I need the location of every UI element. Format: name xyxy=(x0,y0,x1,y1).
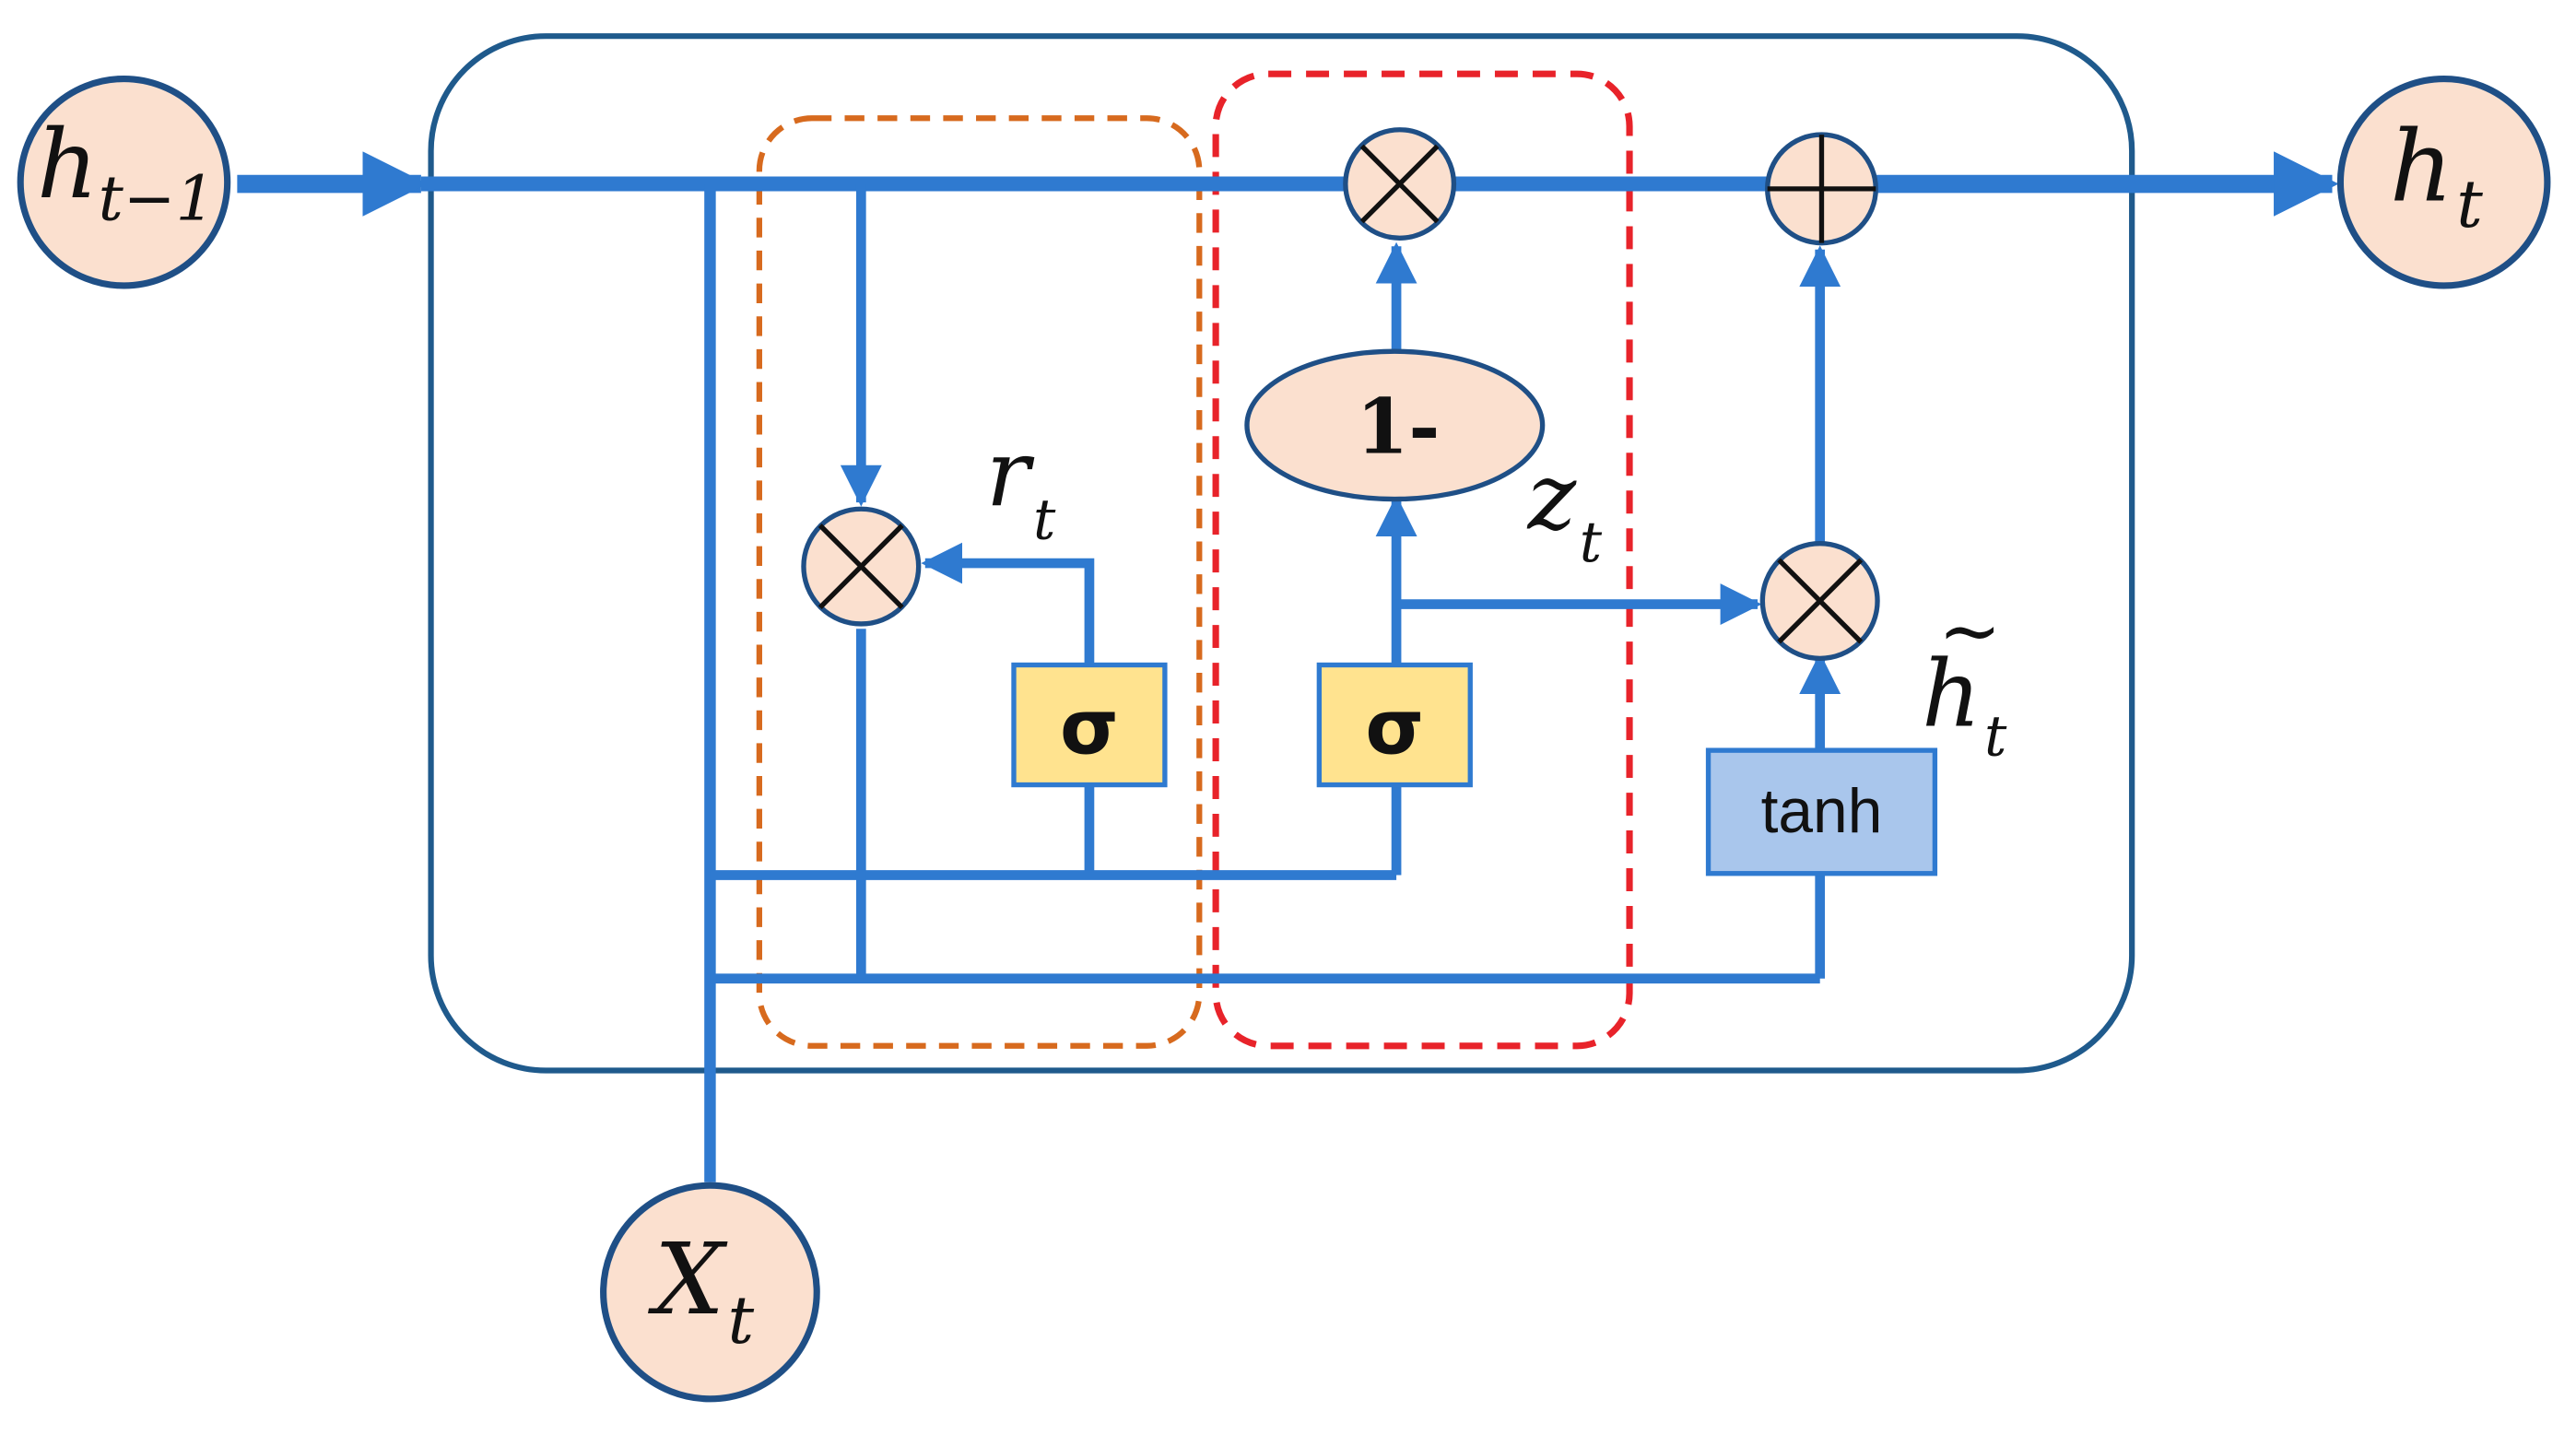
one-minus-label: 1- xyxy=(1356,383,1440,472)
gru-cell-box xyxy=(428,33,2135,1074)
svg-text:ht: ht xyxy=(1922,640,2007,769)
circled-plus-icon xyxy=(1767,135,1876,243)
reset-sigma-label: σ xyxy=(1060,685,1119,772)
reset-gate-region xyxy=(756,115,1203,1049)
top-multiply-op xyxy=(1343,127,1457,241)
update-gate-region xyxy=(1212,70,1633,1050)
one-minus-op: 1- xyxy=(1244,348,1546,502)
x-input-node: Xt xyxy=(600,1182,820,1403)
svg-text:ht: ht xyxy=(2390,110,2483,242)
reset-sigma-box: σ xyxy=(1011,662,1168,788)
update-sigma-box: σ xyxy=(1316,662,1473,788)
svg-text:ht−1: ht−1 xyxy=(37,110,216,235)
candidate-multiply-op xyxy=(1759,540,1880,662)
tanh-label: tanh xyxy=(1761,777,1883,846)
h-out-node: ht xyxy=(2336,75,2551,289)
circled-times-icon xyxy=(817,523,904,610)
tanh-box: tanh xyxy=(1705,747,1938,876)
svg-text:Xt: Xt xyxy=(648,1223,755,1359)
reset-multiply-op xyxy=(801,506,922,627)
add-op xyxy=(1765,132,1878,246)
circled-times-icon xyxy=(1777,558,1864,644)
h-tilde-accent: ~ xyxy=(1938,588,2002,676)
update-sigma-label: σ xyxy=(1365,685,1424,772)
circled-times-icon xyxy=(1359,144,1440,224)
h-prev-node: ht−1 xyxy=(17,75,231,289)
